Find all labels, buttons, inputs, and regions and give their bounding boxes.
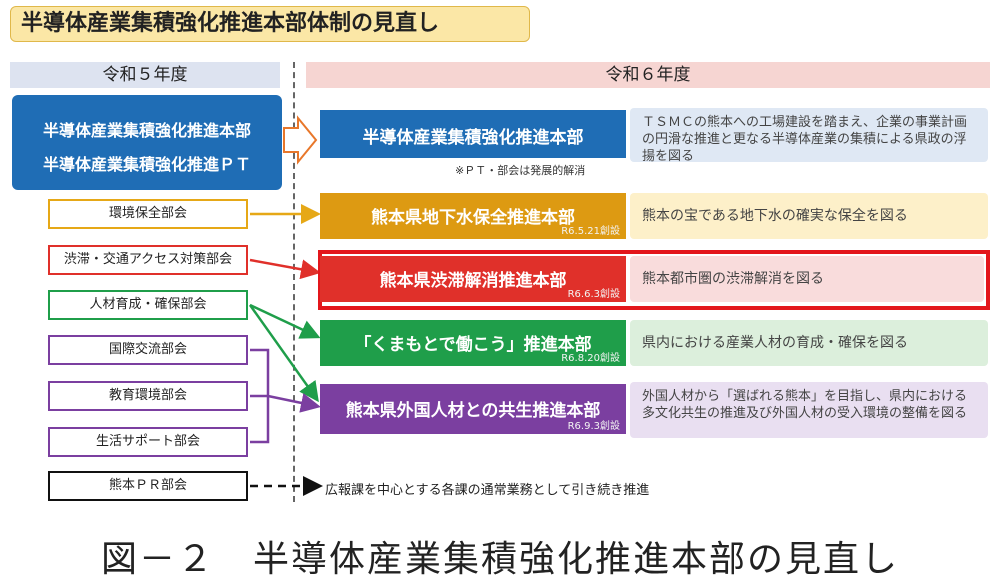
body-foreign-label: 熊本県外国人材との共生推進本部 [345,401,601,421]
body-work-date: R6.8.20創設 [561,353,620,364]
pt-dissolution-note: ※ＰＴ・部会は発展的解消 [455,164,586,177]
header-reiwa6: 令和６年度 [306,62,990,88]
figure-caption: 図－２ 半導体産業集積強化推進本部の見直し [100,539,899,580]
diagram-title: 半導体産業集積強化推進本部体制の見直し [10,6,530,42]
header-reiwa5: 令和５年度 [10,62,280,88]
body-traffic-label: 熊本県渋滞解消推進本部 [379,271,567,291]
period-divider [293,62,295,502]
desc-foreign: 外国人材から「選ばれる熊本」を目指し、県内における多文化共生の推進及び外国人材の… [630,382,988,438]
old-headquarters-label: 半導体産業集積強化推進本部 [42,121,251,140]
arrow-hr-1 [249,303,321,339]
desc-groundwater: 熊本の宝である地下水の確実な保全を図る [630,193,988,239]
body-traffic-date: R6.6.3創設 [567,289,620,300]
body-foreign-date: R6.9.3創設 [567,421,620,432]
bracket-purple [250,348,270,444]
arrow-hr-2 [248,304,319,403]
committee-environment: 環境保全部会 [48,199,248,229]
pr-continuation-note: 広報課を中心とする各課の通常業務として引き続き推進 [325,483,650,498]
body-foreign-talent: 熊本県外国人材との共生推進本部 R6.9.3創設 [320,384,626,434]
body-semiconductor-hq: 半導体産業集積強化推進本部 [320,110,626,158]
body-groundwater-date: R6.5.21創設 [561,226,620,237]
committee-life-support: 生活サポート部会 [48,427,248,457]
committee-human-resources: 人材育成・確保部会 [48,290,248,320]
body-work-in-kumamoto: 「くまもとで働こう」推進本部 R6.8.20創設 [320,320,626,366]
arrow-traffic [249,258,321,280]
desc-traffic: 熊本都市圏の渋滞解消を図る [630,256,984,302]
committee-international: 国際交流部会 [48,335,248,365]
desc-semiconductor: ＴＳＭＣの熊本への工場建設を踏まえ、企業の事業計画の円滑な推進と更なる半導体産業… [630,108,988,164]
committee-kumamoto-pr: 熊本ＰＲ部会 [48,471,248,501]
committee-traffic: 渋滞・交通アクセス対策部会 [48,245,248,275]
desc-work: 県内における産業人材の育成・確保を図る [630,320,988,366]
body-traffic: 熊本県渋滞解消推進本部 R6.6.3創設 [320,256,626,302]
old-headquarters-box: 半導体産業集積強化推進本部 半導体産業集積強化推進ＰＴ [12,95,282,190]
old-pt-label: 半導体産業集積強化推進ＰＴ [42,155,251,174]
arrow-purple [267,393,321,413]
committee-education: 教育環境部会 [48,381,248,411]
body-groundwater: 熊本県地下水保全推進本部 R6.5.21創設 [320,193,626,239]
body-groundwater-label: 熊本県地下水保全推進本部 [371,208,575,228]
body-work-label: 「くまもとで働こう」推進本部 [354,335,592,355]
body-semiconductor-label: 半導体産業集積強化推進本部 [362,128,584,148]
transition-arrow [283,115,318,165]
